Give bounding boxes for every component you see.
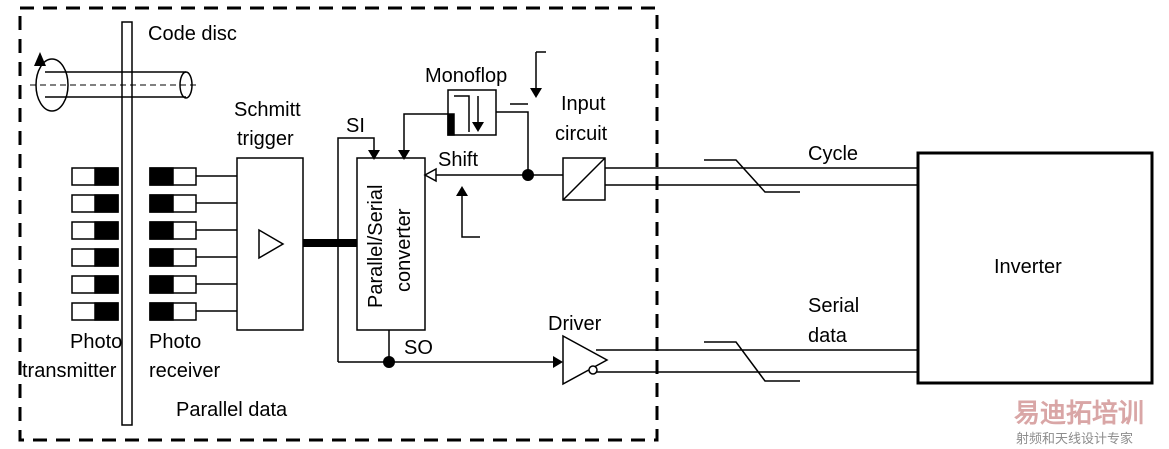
parallel-data-label: Parallel data xyxy=(176,399,288,421)
watermark-title: 易迪拓培训 xyxy=(1014,399,1144,429)
input-circuit-label-line1: Input xyxy=(561,93,606,115)
buffer-triangle-icon xyxy=(258,228,285,260)
receiver-wires xyxy=(196,175,237,312)
serial-data-label-line2: data xyxy=(808,325,848,347)
so-arrow-icon xyxy=(553,356,563,368)
shift-junction-dot xyxy=(522,169,534,181)
driver-triangle-icon xyxy=(562,334,609,386)
parallel-bus xyxy=(303,239,357,247)
serial-data-lines xyxy=(596,341,918,382)
monoflop-arrow-icon xyxy=(472,122,484,132)
photo-transmitter-label-line2: transmitter xyxy=(22,360,117,382)
parallel-serial-converter-block xyxy=(356,157,426,331)
cycle-lines xyxy=(605,159,918,193)
trigger-arrow-icon xyxy=(530,88,542,98)
monoflop-to-converter xyxy=(403,113,448,152)
so-label: SO xyxy=(404,337,433,359)
converter-label-line1: Parallel/Serial xyxy=(365,185,387,308)
shift-up-arrow-icon xyxy=(456,186,468,196)
converter-label-line2: converter xyxy=(393,208,415,292)
monoflop-out-arrow-icon xyxy=(398,150,410,160)
photo-transmitters xyxy=(71,167,119,321)
input-circuit-label-line2: circuit xyxy=(555,123,608,145)
si-arrow-icon xyxy=(368,150,380,160)
schmitt-label-line2: trigger xyxy=(237,128,294,150)
so-junction-dot xyxy=(383,356,395,368)
code-disc-label: Code disc xyxy=(148,23,237,45)
shift-arrow-icon xyxy=(423,167,437,183)
rotation-arrow-icon xyxy=(34,52,46,66)
code-disc xyxy=(30,21,200,426)
shift-label: Shift xyxy=(438,149,478,171)
driver-bubble-icon xyxy=(588,365,598,375)
inverter-block xyxy=(916,151,1154,385)
encoder-enclosure xyxy=(18,6,659,442)
monoflop-block xyxy=(447,89,497,136)
si-label: SI xyxy=(346,115,365,137)
watermark-subtitle: 射频和天线设计专家 xyxy=(1016,431,1133,447)
photo-receiver-label-line2: receiver xyxy=(149,360,220,382)
photo-receiver-label-line1: Photo xyxy=(149,331,201,353)
cycle-label: Cycle xyxy=(808,143,858,165)
input-circuit-diagonal xyxy=(562,157,606,201)
shift-line xyxy=(425,174,563,238)
serial-data-label-line1: Serial xyxy=(808,295,859,317)
schmitt-trigger-block xyxy=(236,157,304,331)
monoflop-label: Monoflop xyxy=(425,65,507,87)
schmitt-label-line1: Schmitt xyxy=(234,99,301,121)
driver-label: Driver xyxy=(548,313,602,335)
photo-transmitter-label-line1: Photo xyxy=(70,331,122,353)
inverter-label: Inverter xyxy=(994,256,1062,278)
photo-receivers xyxy=(149,167,197,321)
